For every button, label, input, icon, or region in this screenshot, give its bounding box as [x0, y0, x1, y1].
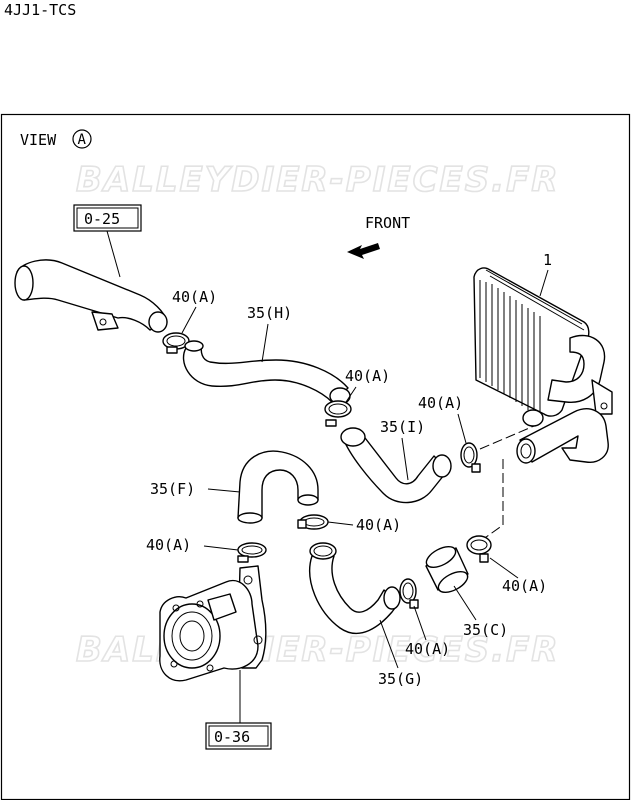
callout-clamp-4: 40(A) [356, 516, 401, 534]
leader-clamp-6 [413, 605, 427, 641]
hose-35h [182, 340, 351, 405]
hose-clamp-2 [324, 400, 352, 427]
leader-clamp-4 [327, 521, 354, 526]
leader-clamp-7 [489, 557, 519, 579]
reference-box-upper: 0-25 [73, 204, 142, 232]
front-label: FRONT [365, 214, 410, 232]
hose-35g [309, 542, 401, 634]
leader-clamp-5 [203, 545, 239, 551]
hose-clamp-1 [162, 332, 190, 354]
callout-clamp-1: 40(A) [172, 288, 217, 306]
callout-hose-f: 35(F) [150, 480, 195, 498]
leader-clamp-2 [345, 386, 357, 403]
callout-clamp-7: 40(A) [502, 577, 547, 595]
hose-clamp-5 [237, 542, 267, 563]
leader-hose-f [207, 488, 241, 493]
reference-lower: 0-36 [214, 728, 250, 746]
callout-hose-i: 35(I) [380, 418, 425, 436]
connection-line-upper [479, 425, 535, 450]
callout-hose-h: 35(H) [247, 304, 292, 322]
callout-clamp-2: 40(A) [345, 367, 390, 385]
leader-hose-i [401, 437, 409, 481]
hose-clamp-4 [297, 514, 329, 530]
view-marker: A [78, 132, 87, 148]
model-code: 4JJ1-TCS [4, 1, 76, 19]
reference-upper: 0-25 [84, 210, 120, 228]
hose-clamp-6 [399, 578, 419, 609]
intercooler [473, 267, 613, 427]
hose-clamp-3 [460, 442, 481, 473]
hose-35i [340, 427, 452, 504]
turbo-inlet-pipe [14, 259, 168, 333]
callout-hose-g: 35(G) [378, 670, 423, 688]
leader-0-25 [106, 230, 121, 278]
leader-intercooler [539, 269, 549, 297]
view-label: VIEW [20, 131, 57, 149]
intake-throttle-body [159, 565, 267, 682]
hose-35f [237, 450, 319, 524]
reference-box-lower: 0-36 [205, 722, 272, 750]
view-marker-circle [72, 129, 92, 149]
watermark-bottom: BALLEYDIER-PIECES.FR [76, 630, 560, 670]
leader-clamp-1 [181, 306, 197, 334]
hose-35c [425, 545, 469, 594]
front-arrow-icon [347, 243, 380, 259]
connection-line-lower [481, 459, 504, 541]
leader-clamp-3 [457, 413, 467, 444]
leader-hose-c [453, 585, 477, 621]
watermark-top: BALLEYDIER-PIECES.FR [76, 160, 560, 200]
hose-clamp-7 [466, 535, 492, 563]
leader-hose-g [379, 619, 399, 669]
leader-hose-h [261, 323, 269, 363]
callout-clamp-3: 40(A) [418, 394, 463, 412]
callout-clamp-6: 40(A) [405, 640, 450, 658]
intercooler-outlet-pipe [516, 408, 609, 464]
callout-hose-c: 35(C) [463, 621, 508, 639]
callout-intercooler: 1 [543, 251, 552, 269]
callout-clamp-5: 40(A) [146, 536, 191, 554]
